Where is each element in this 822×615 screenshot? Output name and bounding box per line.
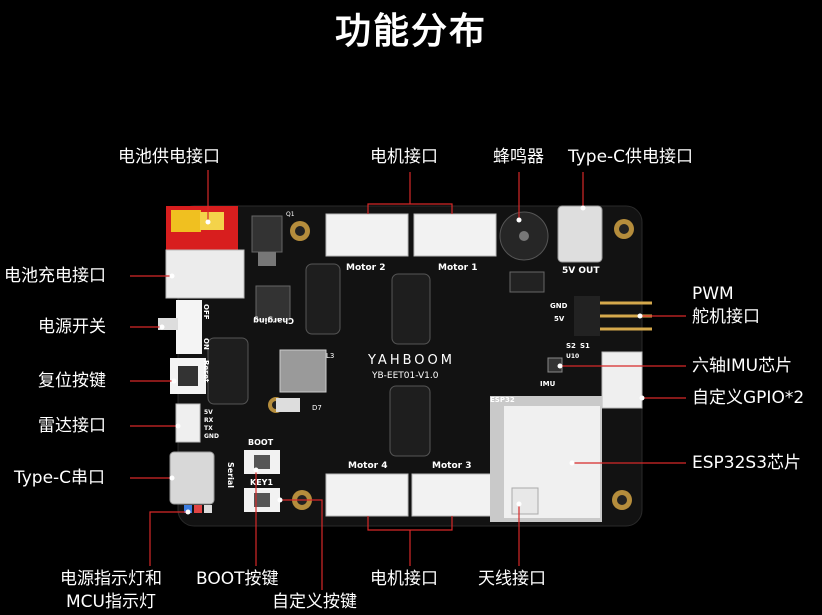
label-indicator-2: MCU指示灯 xyxy=(66,592,156,612)
buzzer-part xyxy=(499,211,549,261)
label-battery-charge: 电池充电接口 xyxy=(4,266,106,286)
silk-key1: KEY1 xyxy=(250,478,273,487)
l3-inductor xyxy=(279,349,327,393)
boot-button-part xyxy=(244,450,280,474)
label-radar: 雷达接口 xyxy=(38,416,106,436)
silk-off: OFF xyxy=(202,304,210,320)
typec-serial-port xyxy=(169,451,215,505)
silk-q1: Q1 xyxy=(286,211,295,218)
reset-button-part xyxy=(170,358,206,394)
label-servo: 舵机接口 xyxy=(692,307,760,327)
silk-reset: Reset xyxy=(202,360,210,383)
label-imu: 六轴IMU芯片 xyxy=(692,356,793,376)
leader-dots xyxy=(159,205,645,515)
silk-pin-5v: 5V xyxy=(204,409,213,416)
silk-imu: IMU xyxy=(540,380,556,388)
page-title: 功能分布 xyxy=(334,11,487,52)
label-battery-supply: 电池供电接口 xyxy=(118,147,220,167)
label-buzzer: 蜂鸣器 xyxy=(493,147,544,167)
capacitors xyxy=(207,263,431,457)
charging-regulator xyxy=(255,285,291,321)
typec-supply-port xyxy=(557,205,603,263)
motor-connectors-bottom xyxy=(325,473,497,517)
silk-brand: YAHBOOM xyxy=(367,353,455,368)
label-typec-serial: Type-C串口 xyxy=(14,468,106,488)
label-motor-top: 电机接口 xyxy=(370,147,438,167)
silk-esp32: ESP32 xyxy=(490,396,515,404)
power-switch xyxy=(158,300,202,354)
label-custom-button: 自定义按键 xyxy=(272,592,357,612)
custom-button-part xyxy=(244,488,280,512)
label-boot-button: BOOT按键 xyxy=(196,569,279,589)
label-power-switch: 电源开关 xyxy=(38,317,106,337)
label-typec-supply: Type-C供电接口 xyxy=(568,147,694,167)
silk-s2: S2 xyxy=(566,342,576,350)
battery-supply-connector xyxy=(166,206,238,250)
battery-charge-connector xyxy=(165,249,245,299)
silk-serial: Serial xyxy=(226,462,235,488)
silk-pin-rx: RX xyxy=(204,417,214,424)
silk-boot: BOOT xyxy=(248,438,274,447)
esp32s3-module xyxy=(490,396,602,522)
label-motor-bottom: 电机接口 xyxy=(370,569,438,589)
silk-motor2: Motor 2 xyxy=(346,263,385,273)
gpio-connector xyxy=(601,351,643,409)
silk-model: YB-EET01-V1.0 xyxy=(371,371,439,381)
leader-lines xyxy=(130,170,686,590)
label-indicator-1: 电源指示灯和 xyxy=(60,569,162,589)
silk-l3: L3 xyxy=(326,352,334,360)
label-gpio: 自定义GPIO*2 xyxy=(692,388,805,408)
silk-motor1: Motor 1 xyxy=(438,263,477,273)
d7-diode xyxy=(276,398,300,412)
label-antenna: 天线接口 xyxy=(478,569,546,589)
silk-pin-gnd: GND xyxy=(204,433,219,440)
silk-5v: 5V xyxy=(554,315,565,323)
silk-d7: D7 xyxy=(312,404,322,412)
q1-regulator xyxy=(251,215,283,253)
silk-5vout: 5V OUT xyxy=(562,266,600,276)
indicator-leds xyxy=(184,505,212,513)
silk-u10: U10 xyxy=(566,353,579,360)
silk-gnd: GND xyxy=(550,302,568,310)
silk-pin-tx: TX xyxy=(204,425,213,432)
silk-on: ON xyxy=(202,338,210,350)
silk-motor3: Motor 3 xyxy=(432,461,471,471)
silk-s1: S1 xyxy=(580,342,590,350)
radar-connector xyxy=(175,403,201,443)
silk-motor4: Motor 4 xyxy=(348,461,387,471)
label-esp32s3: ESP32S3芯片 xyxy=(692,453,802,473)
label-pwm: PWM xyxy=(692,284,734,304)
motor-connectors-top xyxy=(325,213,497,257)
silk-charging: Charging xyxy=(253,316,294,325)
label-reset-button: 复位按键 xyxy=(38,371,106,391)
